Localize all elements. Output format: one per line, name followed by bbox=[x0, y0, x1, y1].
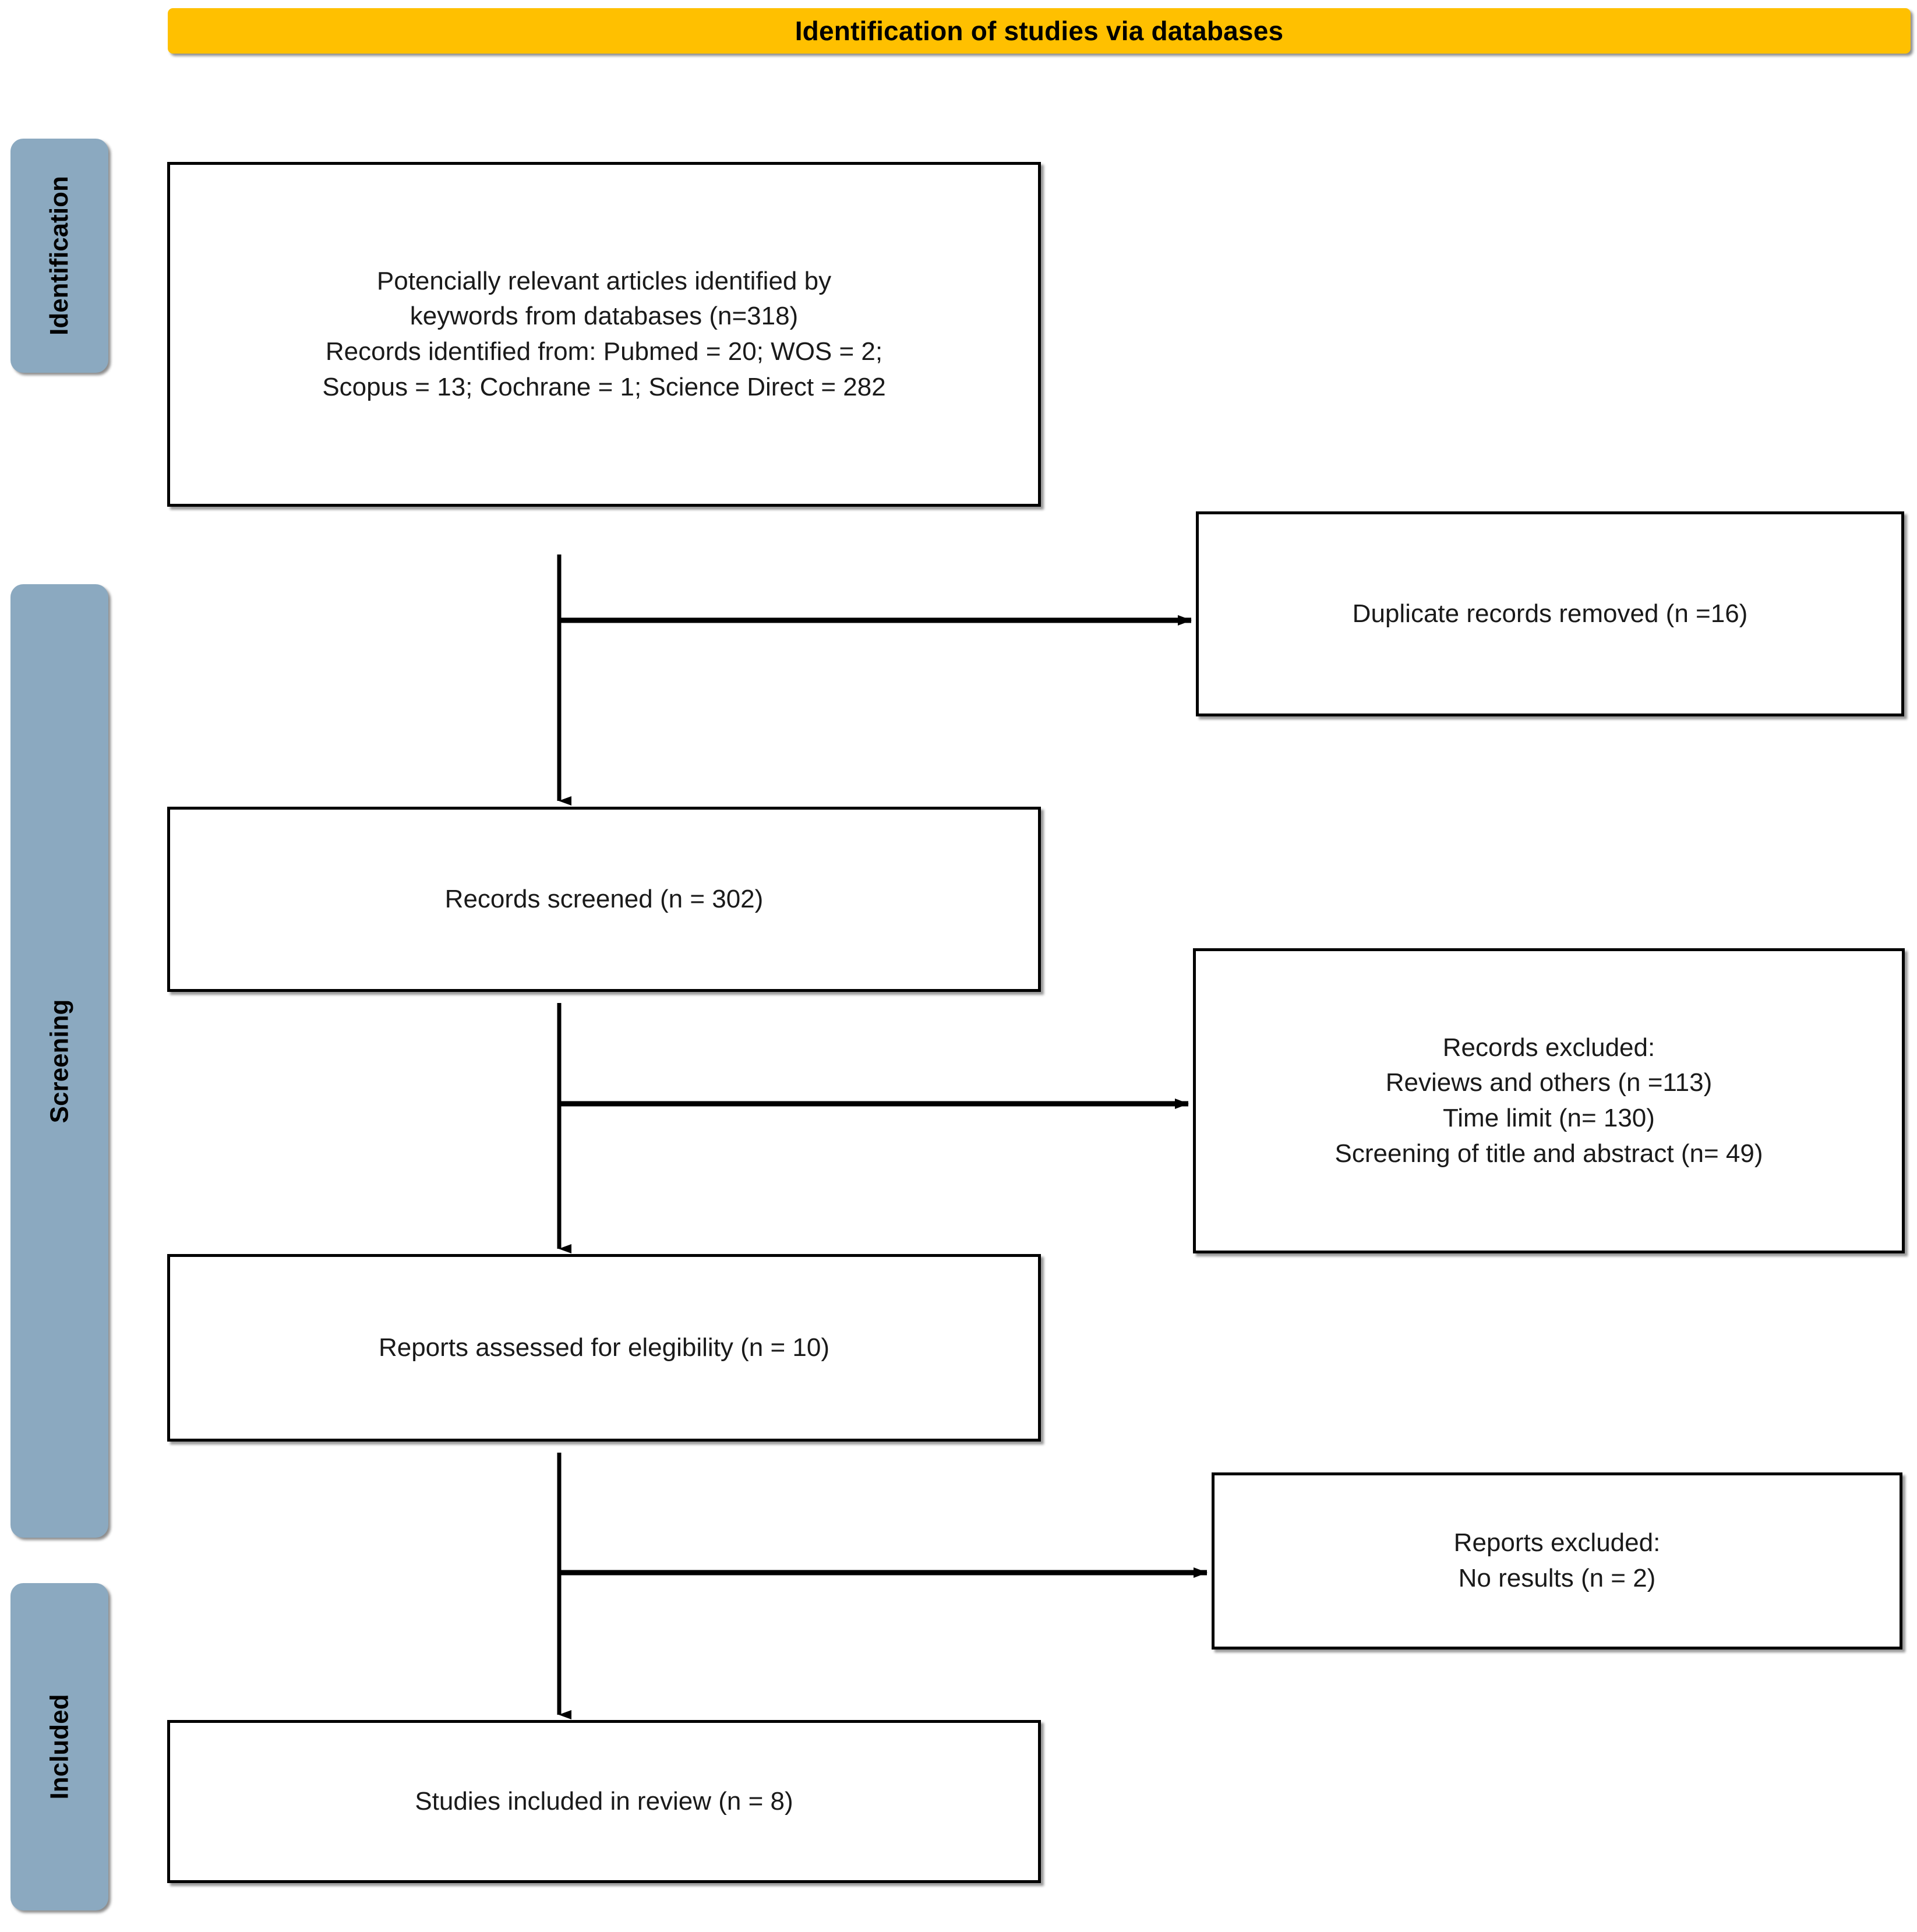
node-reports-assessed-eligibility-text: Reports assessed for elegibility (n = 10… bbox=[378, 1333, 830, 1362]
stage-label-screening-text: Screening bbox=[45, 999, 73, 1123]
node-duplicate-records-removed-text: Duplicate records removed (n =16) bbox=[1352, 599, 1748, 628]
node-records-screened: Records screened (n = 302) bbox=[167, 807, 1041, 992]
node-duplicate-records-removed: Duplicate records removed (n =16) bbox=[1196, 511, 1904, 716]
node-reports-excluded: Reports excluded: No results (n = 2) bbox=[1212, 1472, 1902, 1650]
diagram-header-banner: Identification of studies via databases bbox=[168, 8, 1911, 54]
stage-label-included-text: Included bbox=[45, 1694, 73, 1800]
node-records-excluded-text: Records excluded: Reviews and others (n … bbox=[1335, 1033, 1763, 1168]
node-records-excluded: Records excluded: Reviews and others (n … bbox=[1193, 948, 1905, 1253]
node-records-screened-text: Records screened (n = 302) bbox=[444, 884, 764, 913]
stage-label-identification: Identification bbox=[10, 139, 108, 373]
node-records-identified: Potencially relevant articles identified… bbox=[167, 162, 1041, 507]
node-records-identified-text: Potencially relevant articles identified… bbox=[322, 266, 886, 401]
stage-label-included: Included bbox=[10, 1583, 108, 1910]
node-reports-assessed-eligibility: Reports assessed for elegibility (n = 10… bbox=[167, 1254, 1041, 1442]
page-title: Identification of studies via databases bbox=[795, 16, 1284, 46]
node-reports-excluded-text: Reports excluded: No results (n = 2) bbox=[1453, 1528, 1661, 1592]
stage-label-screening: Screening bbox=[10, 584, 108, 1538]
node-studies-included: Studies included in review (n = 8) bbox=[167, 1720, 1041, 1883]
node-studies-included-text: Studies included in review (n = 8) bbox=[415, 1786, 793, 1816]
stage-label-identification-text: Identification bbox=[45, 176, 73, 335]
